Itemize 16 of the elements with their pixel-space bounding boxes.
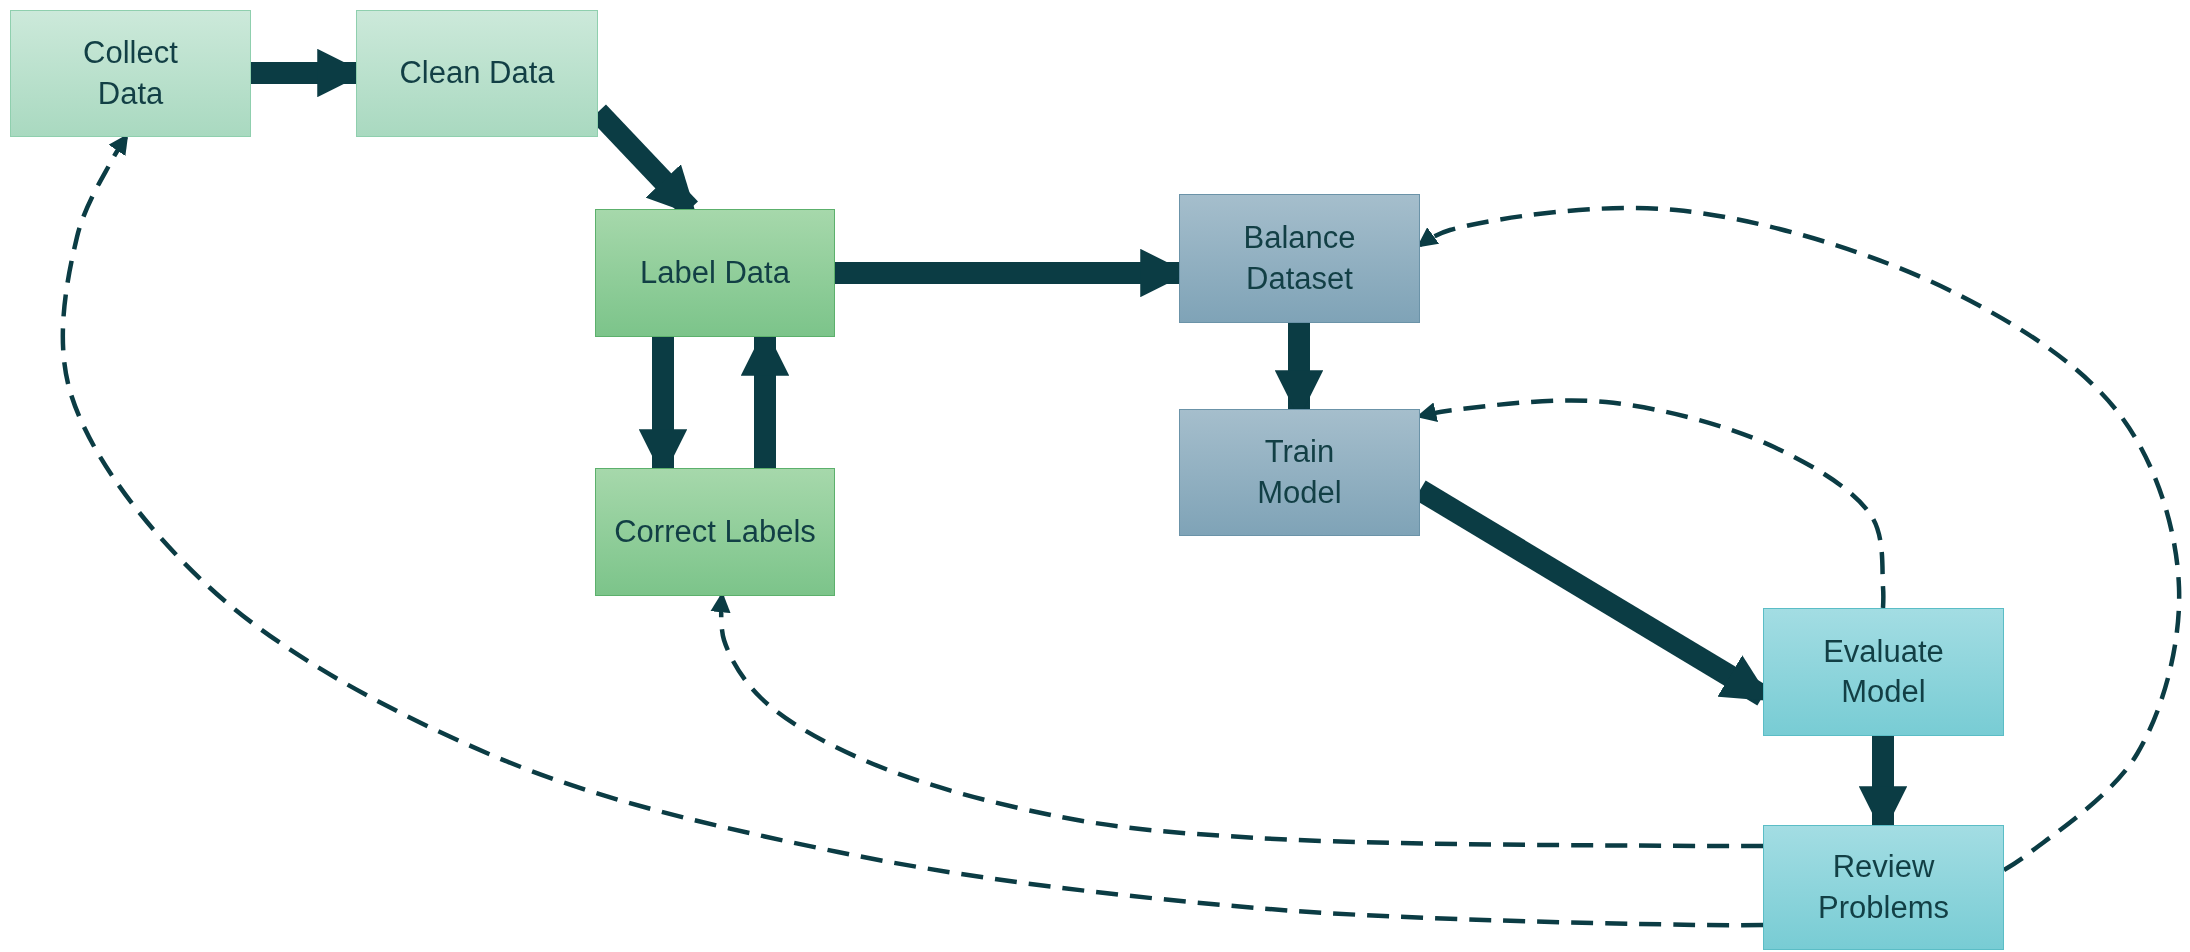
step-label: Correct Labels [613,512,817,551]
process-box [1763,825,2004,950]
process-box [595,209,835,337]
step-label: Train Model [1256,433,1343,512]
process-box [1179,409,1420,536]
process-box [1179,194,1420,323]
step-label: Balance Dataset [1242,219,1357,298]
process-box [595,468,835,596]
step-label: Clean Data [398,54,556,93]
step-label: Evaluate Model [1822,632,1945,711]
step-label: Collect Data [82,34,179,113]
step-label: Label Data [639,253,791,292]
process-box [1763,608,2004,736]
process-box [10,10,251,137]
step-label: Review Problems [1817,848,1950,927]
process-box [356,10,598,137]
